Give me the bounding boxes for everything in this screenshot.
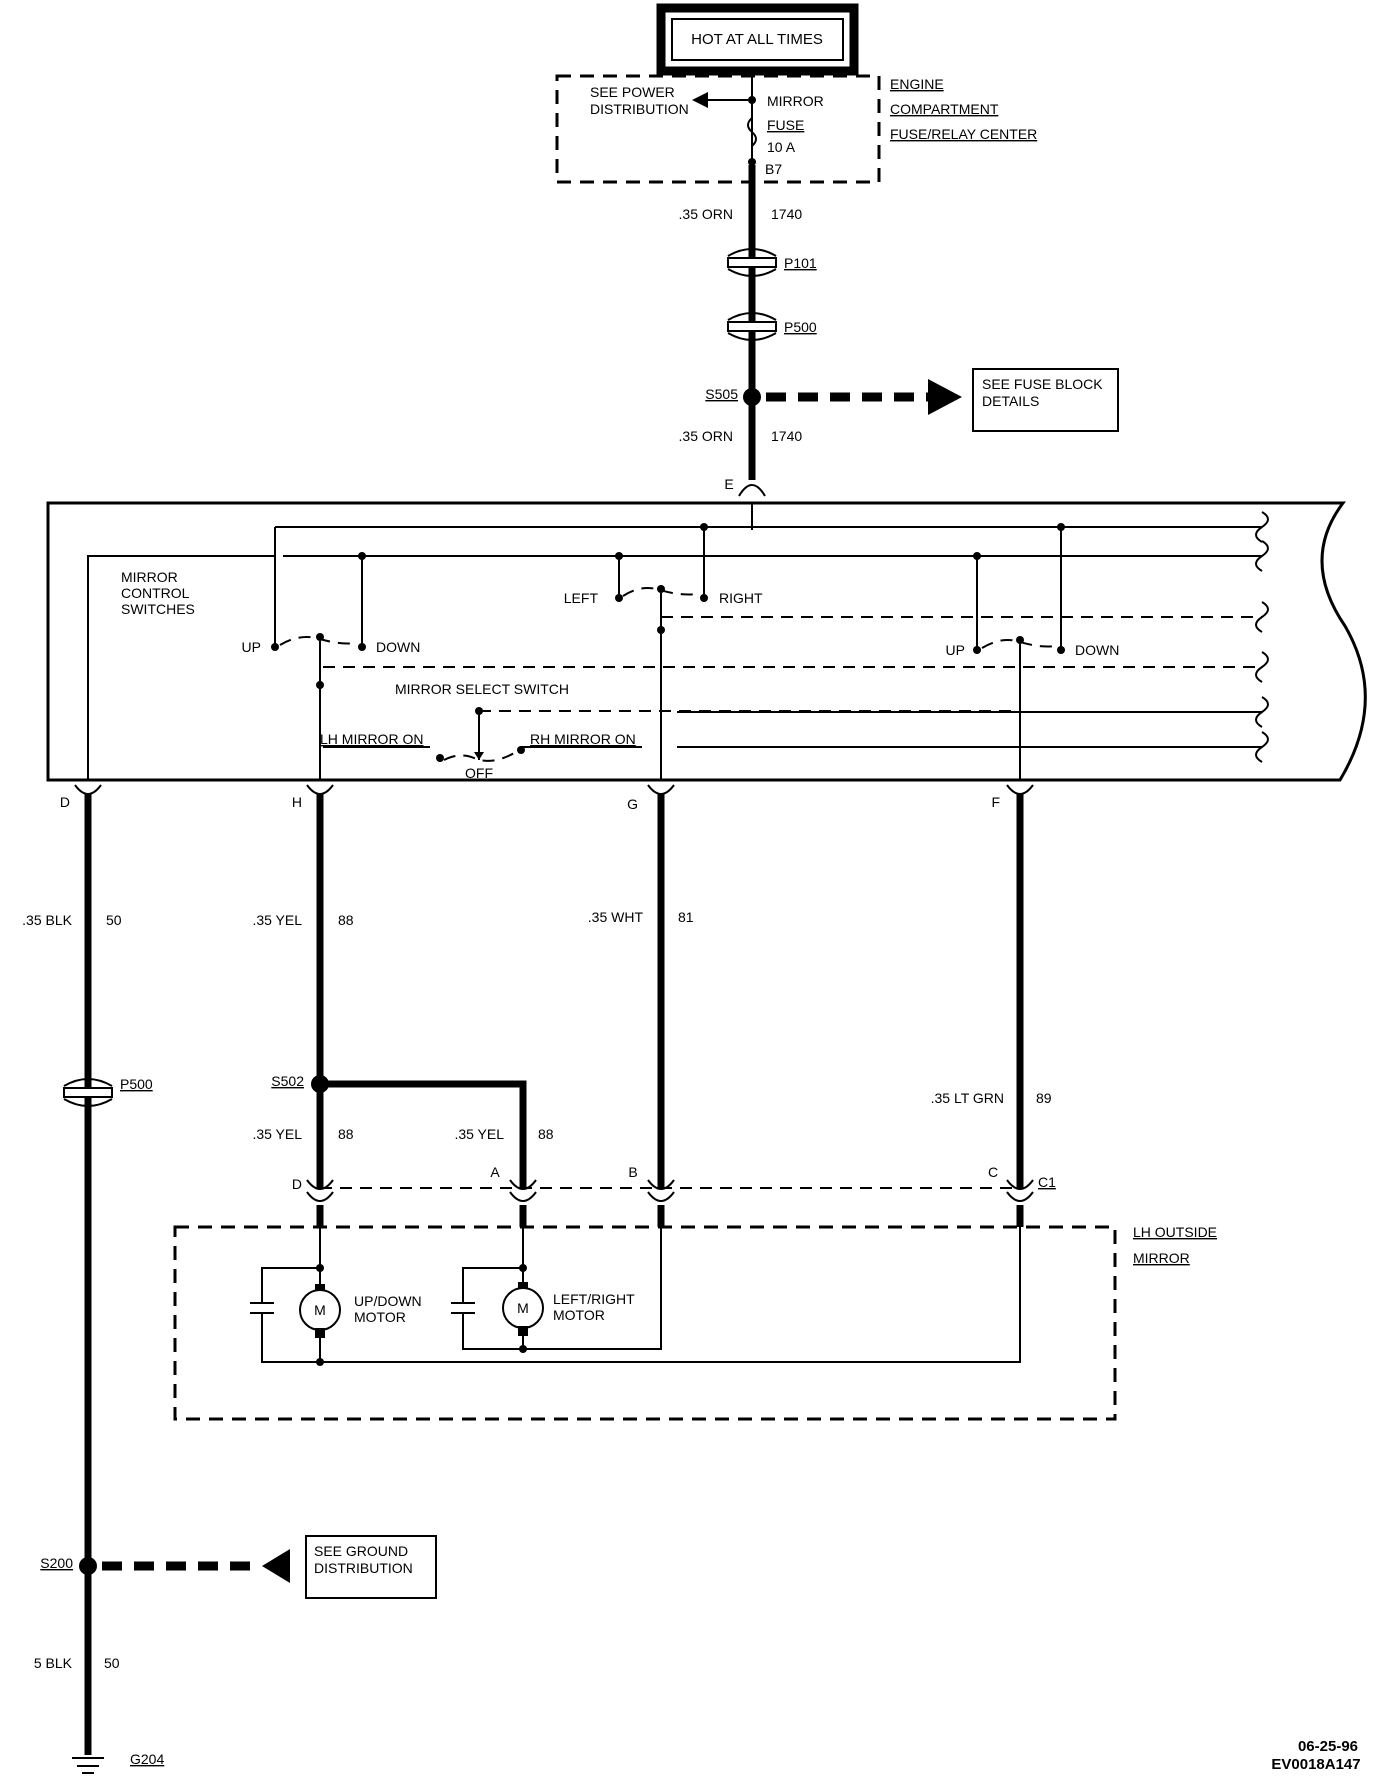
wire-f-gauge: .35 LT GRN bbox=[931, 1090, 1004, 1106]
mirror-pin-c-label: C bbox=[988, 1164, 998, 1180]
wire-top2-circuit: 1740 bbox=[771, 428, 802, 444]
mirror-pin-b-label: B bbox=[628, 1164, 637, 1180]
ud-motor-label-line2: MOTOR bbox=[354, 1309, 406, 1325]
wire-d-gauge: .35 BLK bbox=[22, 912, 72, 928]
wire-g-gauge: .35 WHT bbox=[588, 909, 644, 925]
s502-label: S502 bbox=[271, 1073, 304, 1089]
pin-h-label: H bbox=[292, 794, 302, 810]
mirror-pin-d-label: D bbox=[292, 1176, 302, 1192]
lr-motor-label-line1: LEFT/RIGHT bbox=[553, 1291, 635, 1307]
switch-title-line1: MIRROR bbox=[121, 569, 178, 585]
wire-d2-gauge: .35 YEL bbox=[252, 1126, 302, 1142]
rh-mirror-on-label: RH MIRROR ON bbox=[530, 731, 636, 747]
ground-ref-line1: SEE GROUND bbox=[314, 1543, 408, 1559]
ud-motor-label-line1: UP/DOWN bbox=[354, 1293, 422, 1309]
select-arrow-icon bbox=[474, 752, 484, 760]
lh-outside-mirror: LH OUTSIDE MIRROR M UP/DOWN MOTOR bbox=[173, 1205, 1217, 1421]
mirror-pin-a-label: A bbox=[490, 1164, 500, 1180]
lr-motor-letter: M bbox=[517, 1300, 529, 1316]
fuse-name: MIRROR bbox=[767, 93, 824, 109]
switch-output-pins: D H G F bbox=[60, 784, 1034, 812]
c1-label: C1 bbox=[1038, 1174, 1056, 1190]
wire-gnd-circuit: 50 bbox=[104, 1655, 120, 1671]
fuse-center-line2: COMPARTMENT bbox=[890, 101, 999, 117]
hot-at-all-times-label: HOT AT ALL TIMES bbox=[691, 31, 823, 48]
fuse-relay-center: SEE POWER DISTRIBUTION MIRROR FUSE 10 A … bbox=[555, 74, 1037, 184]
fuse-block-ref-line1: SEE FUSE BLOCK bbox=[982, 376, 1103, 392]
mirror-title-line2: MIRROR bbox=[1133, 1250, 1190, 1266]
wire-g-circuit: 81 bbox=[678, 909, 694, 925]
mirror-title-line1: LH OUTSIDE bbox=[1133, 1224, 1217, 1240]
footer-date: 06-25-96 bbox=[1298, 1738, 1358, 1755]
lh-down-label: DOWN bbox=[376, 639, 420, 655]
fuse-rating: 10 A bbox=[767, 139, 796, 155]
p101-label: P101 bbox=[784, 255, 817, 271]
wire-top-gauge: .35 ORN bbox=[679, 206, 733, 222]
switch-title-line2: CONTROL bbox=[121, 585, 190, 601]
fuse-center-line1: ENGINE bbox=[890, 76, 944, 92]
arrow-left-ground-icon bbox=[262, 1549, 290, 1583]
lh-up-label: UP bbox=[242, 639, 261, 655]
continuation-marks bbox=[1255, 511, 1269, 763]
p500-bottom-label: P500 bbox=[120, 1076, 153, 1092]
arrow-right-icon bbox=[928, 379, 962, 415]
left-right-motor-icon: M bbox=[502, 1282, 544, 1336]
fuse-type: FUSE bbox=[767, 117, 804, 133]
s200-splice bbox=[79, 1557, 97, 1575]
right-label: RIGHT bbox=[719, 590, 763, 606]
wire-top-circuit: 1740 bbox=[771, 206, 802, 222]
lh-mirror-on-label: LH MIRROR ON bbox=[320, 731, 423, 747]
p500-bottom-connector-icon bbox=[63, 1078, 113, 1107]
c1-connector: D A B C C1 bbox=[292, 1164, 1056, 1202]
p500-top-connector-icon bbox=[727, 312, 777, 341]
wire-h-gauge: .35 YEL bbox=[252, 912, 302, 928]
power-distribution-ref-line2: DISTRIBUTION bbox=[590, 101, 689, 117]
power-distribution-ref-line1: SEE POWER bbox=[590, 84, 675, 100]
footer-code: EV0018A147 bbox=[1271, 1756, 1360, 1773]
ud-motor-letter: M bbox=[314, 1302, 326, 1318]
mirror-control-switches: MIRROR CONTROL SWITCHES bbox=[46, 501, 1367, 782]
s505-splice bbox=[743, 388, 761, 406]
ground-icon bbox=[72, 1757, 104, 1774]
ground-section: S200 SEE GROUND DISTRIBUTION 5 BLK 50 G2… bbox=[34, 1535, 437, 1774]
p101-connector-icon bbox=[727, 248, 777, 277]
left-label: LEFT bbox=[564, 590, 599, 606]
top-feed-wire: .35 ORN 1740 .35 ORN 1740 P101 P500 S505… bbox=[679, 165, 1119, 497]
rh-up-label: UP bbox=[946, 642, 965, 658]
p500-top-label: P500 bbox=[784, 319, 817, 335]
pin-f-label: F bbox=[991, 794, 1000, 810]
wire-top2-gauge: .35 ORN bbox=[679, 428, 733, 444]
switch-title-line3: SWITCHES bbox=[121, 601, 195, 617]
s505-label: S505 bbox=[705, 386, 738, 402]
pin-g-label: G bbox=[627, 796, 638, 812]
wire-d2-circuit: 88 bbox=[338, 1126, 354, 1142]
up-down-motor-icon: M bbox=[299, 1284, 341, 1338]
g204-label: G204 bbox=[130, 1751, 164, 1767]
mirror-select-label: MIRROR SELECT SWITCH bbox=[395, 681, 569, 697]
wire-f-circuit: 89 bbox=[1036, 1090, 1052, 1106]
wire-a2-gauge: .35 YEL bbox=[454, 1126, 504, 1142]
wire-gnd-gauge: 5 BLK bbox=[34, 1655, 73, 1671]
off-label: OFF bbox=[465, 765, 493, 781]
rh-down-label: DOWN bbox=[1075, 642, 1119, 658]
wire-h-circuit: 88 bbox=[338, 912, 354, 928]
lr-motor-label-line2: MOTOR bbox=[553, 1307, 605, 1323]
fuse-center-line3: FUSE/RELAY CENTER bbox=[890, 126, 1037, 142]
wire-d-circuit: 50 bbox=[106, 912, 122, 928]
fuse-terminal: B7 bbox=[765, 161, 782, 177]
pin-e-connector-icon bbox=[738, 484, 766, 497]
arrow-left-icon bbox=[692, 92, 708, 108]
output-wires: .35 BLK 50 .35 YEL 88 .35 WHT 81 .35 LT … bbox=[22, 793, 1052, 1755]
s200-label: S200 bbox=[40, 1555, 73, 1571]
fuse-block-ref-line2: DETAILS bbox=[982, 393, 1039, 409]
pin-d-label: D bbox=[60, 794, 70, 810]
fuse-icon bbox=[747, 117, 757, 147]
hot-at-all-times-box: HOT AT ALL TIMES bbox=[656, 3, 859, 76]
pin-e-label: E bbox=[724, 476, 733, 492]
wire-a2-circuit: 88 bbox=[538, 1126, 554, 1142]
ground-ref-line2: DISTRIBUTION bbox=[314, 1560, 413, 1576]
